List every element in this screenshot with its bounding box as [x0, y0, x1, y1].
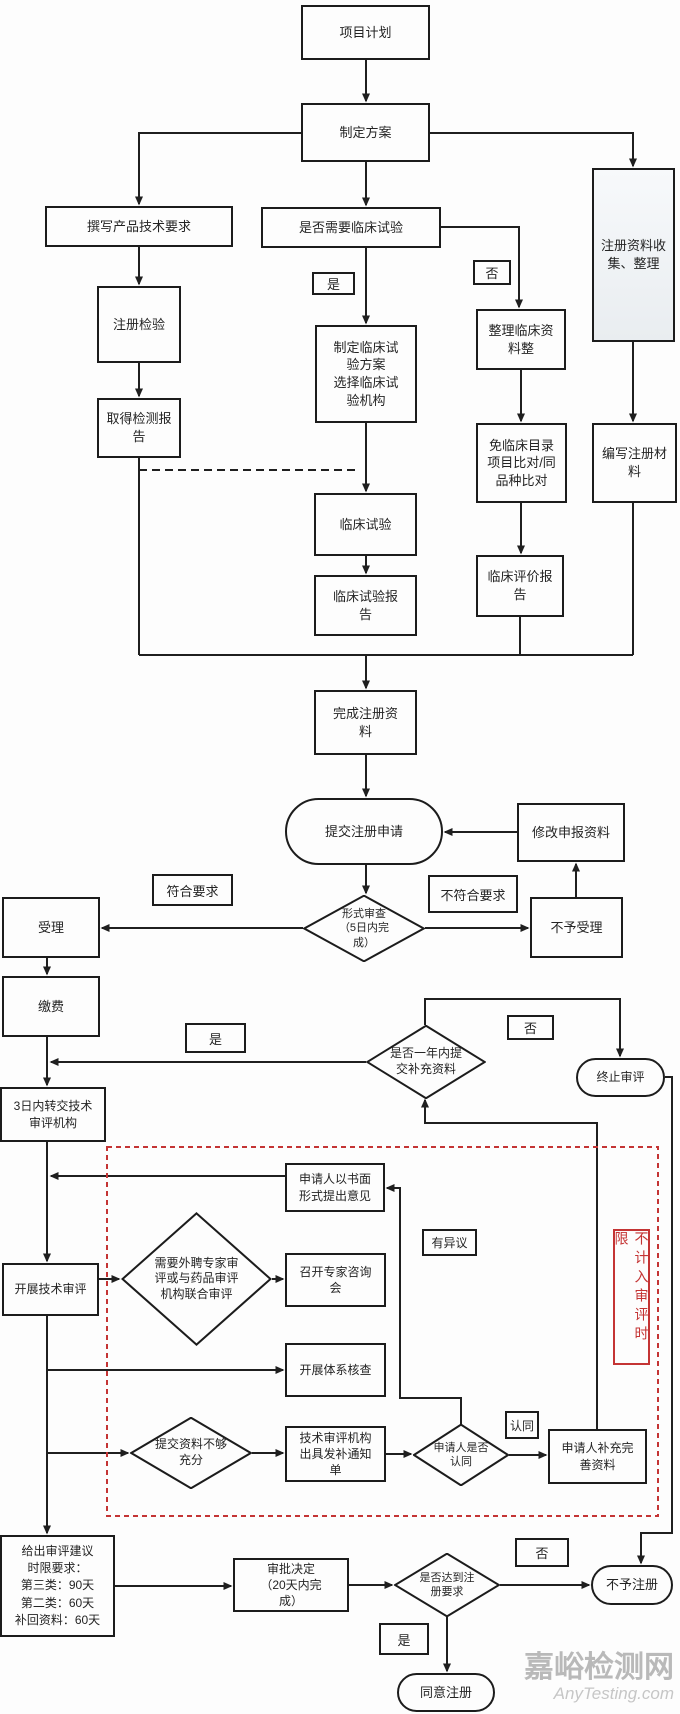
node-collect-materials: 注册资料收 集、整理 — [592, 168, 675, 342]
node-clinical-trial: 临床试验 — [314, 493, 417, 556]
label-no-bottom: 否 — [515, 1538, 569, 1567]
edge-supplementmat-to-1year — [421, 1098, 598, 1429]
edge-1year-no-to-terminate — [424, 998, 624, 1058]
label-agree: 认同 — [505, 1411, 539, 1439]
node-no-register: 不予注册 — [591, 1565, 673, 1605]
node-expert-meeting: 召开专家咨询 会 — [285, 1253, 386, 1307]
node-write-tech-req: 撰写产品技术要求 — [45, 206, 233, 247]
label-yes-mid: 是 — [185, 1023, 246, 1053]
node-system-check: 开展体系核查 — [285, 1343, 386, 1397]
node-agree-register: 同意注册 — [397, 1673, 495, 1712]
node-submit-application: 提交注册申请 — [285, 798, 443, 865]
decision-supplement-1year: 是否一年内提 交补充资料 — [366, 1025, 486, 1099]
decision-formal-review-label: 形式审查 （5日内完 成） — [338, 908, 390, 949]
node-organize-clinical: 整理临床资 料整 — [476, 309, 566, 370]
node-written-opinion: 申请人以书面 形式提出意见 — [285, 1163, 385, 1212]
label-no-top: 否 — [473, 260, 511, 285]
node-supplement-materials: 申请人补充完 善资料 — [548, 1429, 647, 1484]
edge-makeplan-to-collect — [430, 132, 637, 168]
node-clinical-plan: 制定临床试 验方案 选择临床试 验机构 — [315, 325, 417, 423]
edge-makeplan-to-techreq — [135, 132, 301, 206]
decision-applicant-agree: 申请人是否 认同 — [413, 1424, 509, 1486]
label-not-meets-requirement: 不符合要求 — [428, 875, 518, 913]
node-get-test-report: 取得检测报 告 — [97, 398, 181, 458]
edge-needclinical-no — [441, 226, 523, 309]
note-not-counted-in-review-time: 不计入审评时限 — [613, 1229, 650, 1365]
node-write-reg-materials: 编写注册材 料 — [592, 423, 677, 503]
node-reg-inspection: 注册检验 — [97, 286, 181, 363]
decision-applicant-agree-label: 申请人是否 认同 — [433, 1441, 489, 1468]
node-reject-accept: 不予受理 — [530, 897, 623, 958]
label-objection: 有异议 — [422, 1229, 477, 1256]
node-modify-materials: 修改申报资料 — [517, 803, 625, 862]
decision-meet-requirement-label: 是否达到注 册要求 — [419, 1571, 475, 1598]
label-meets-requirement: 符合要求 — [152, 874, 233, 906]
node-make-plan: 制定方案 — [301, 103, 430, 162]
node-terminate-review: 终止审评 — [576, 1058, 665, 1097]
node-clinical-eval-report: 临床评价报 告 — [476, 555, 564, 617]
label-yes-top: 是 — [312, 272, 355, 295]
edge-terminate-to-noregister — [637, 1076, 673, 1565]
node-project-plan: 项目计划 — [301, 5, 430, 60]
node-need-clinical: 是否需要临床试验 — [261, 207, 441, 248]
decision-meet-requirement: 是否达到注 册要求 — [394, 1553, 500, 1617]
node-review-advice: 给出审评建议 时限要求： 第三类：90天 第二类：60天 补回资料：60天 — [0, 1535, 115, 1637]
label-no-mid: 否 — [507, 1015, 554, 1040]
edge-merge-lines — [138, 458, 634, 656]
node-supplement-notice: 技术审评机构 出具发补通知 单 — [285, 1426, 386, 1482]
node-complete-reg: 完成注册资 料 — [314, 690, 417, 755]
node-accept: 受理 — [2, 897, 100, 958]
node-pay: 缴费 — [2, 976, 100, 1037]
label-yes-bottom: 是 — [379, 1623, 429, 1655]
edge-objection-path — [385, 1184, 462, 1427]
node-exempt-compare: 免临床目录 项目比对/同 品种比对 — [476, 423, 567, 503]
decision-need-expert-label: 需要外聘专家审 评或与药品审评 机构联合审评 — [154, 1255, 239, 1301]
node-tech-review: 开展技术审评 — [2, 1263, 99, 1316]
decision-insufficient: 提交资料不够 充分 — [130, 1417, 252, 1489]
node-approval-decision: 审批决定 （20天内完 成） — [233, 1558, 349, 1612]
node-transfer-3days: 3日内转交技术 审评机构 — [0, 1087, 106, 1142]
decision-need-expert: 需要外聘专家审 评或与药品审评 机构联合审评 — [121, 1212, 272, 1346]
node-clinical-trial-report: 临床试验报 告 — [314, 575, 417, 636]
decision-formal-review: 形式审查 （5日内完 成） — [303, 895, 425, 962]
decision-insufficient-label: 提交资料不够 充分 — [154, 1437, 227, 1467]
decision-supplement-1year-label: 是否一年内提 交补充资料 — [389, 1046, 462, 1076]
